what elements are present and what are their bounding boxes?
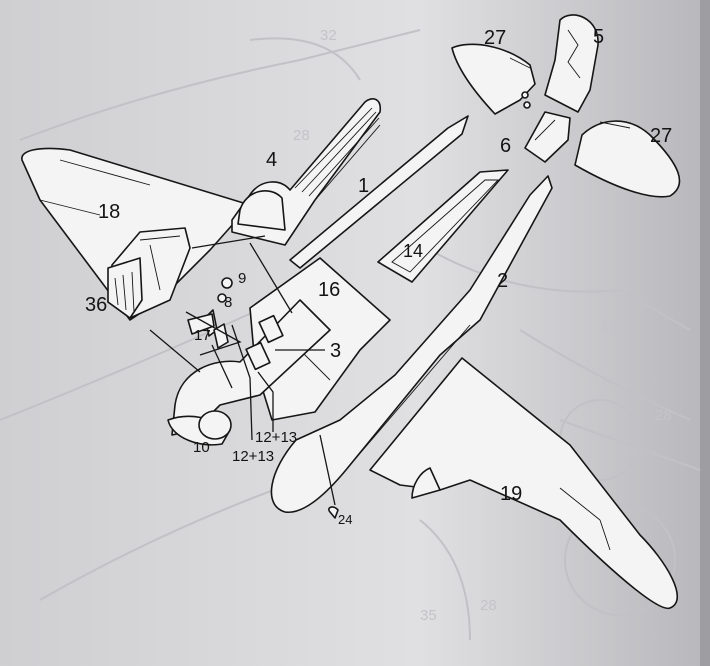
part-14-window-insert (377, 169, 509, 283)
bleed-through-drawing: 28 26 28 26 2 5 28 35 32 (0, 27, 701, 641)
label-16: 16 (318, 279, 340, 301)
svg-text:26: 26 (600, 317, 617, 334)
label-36: 36 (85, 294, 107, 316)
label-3: 3 (330, 340, 341, 362)
label-19: 19 (500, 483, 522, 505)
part-27-left-stabilizer (451, 43, 536, 115)
label-12-13-right: 12+13 (255, 429, 297, 446)
part-2-fuselage-right-half (270, 175, 553, 513)
svg-text:28: 28 (293, 127, 310, 144)
label-27-left: 27 (484, 27, 506, 49)
label-27-right: 27 (650, 125, 672, 147)
part-19-right-wing (369, 357, 679, 610)
label-8: 8 (224, 294, 232, 311)
svg-text:26: 26 (620, 442, 637, 459)
label-18: 18 (98, 201, 120, 223)
label-1: 1 (358, 175, 369, 197)
svg-text:28: 28 (480, 597, 497, 614)
label-4: 4 (266, 149, 277, 171)
label-10: 10 (193, 439, 210, 456)
part-27-right-stabilizer (574, 120, 681, 198)
part-5-vertical-fin (544, 14, 599, 113)
part-4-canopy (231, 98, 382, 246)
part-labels: 27 5 6 27 4 1 18 14 9 16 2 8 36 17 3 12+… (85, 26, 672, 527)
svg-text:32: 32 (320, 27, 337, 44)
label-17: 17 (194, 327, 211, 344)
label-2: 2 (497, 270, 508, 292)
label-12-13-left: 12+13 (232, 448, 274, 465)
assembly-leader-lines (149, 235, 336, 506)
label-9: 9 (238, 270, 246, 287)
label-6: 6 (500, 135, 511, 157)
label-14: 14 (403, 241, 423, 261)
part-36-engine-nacelle (107, 227, 191, 319)
label-24: 24 (338, 512, 352, 527)
part-cockpit-nose-assembly (167, 277, 331, 446)
svg-text:35: 35 (420, 607, 437, 624)
part-24-antenna (328, 506, 339, 519)
part-6-tail-cone (521, 91, 571, 163)
svg-text:28: 28 (655, 407, 672, 424)
label-5: 5 (593, 26, 604, 48)
